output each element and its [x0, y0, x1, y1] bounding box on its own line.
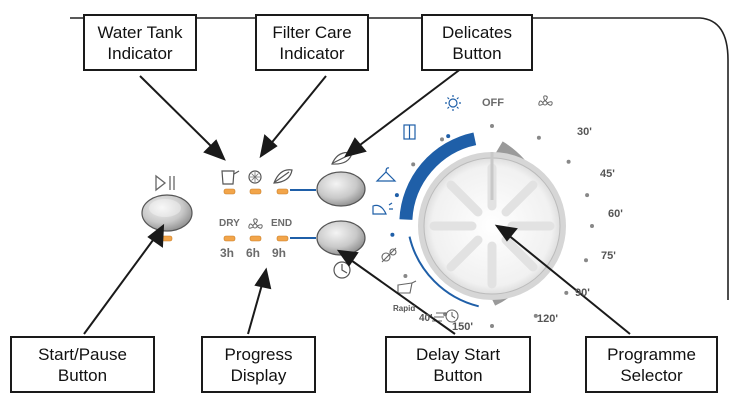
- water-tank-icon: [221, 170, 240, 185]
- panel-outline: [70, 17, 729, 300]
- progress-label-dry: DRY: [219, 218, 240, 229]
- dial-label-120: 120': [537, 313, 558, 325]
- dial-dot: [536, 135, 541, 140]
- water-tank-led: [223, 188, 236, 195]
- dial-dot: [564, 290, 569, 295]
- start-pause-led: [161, 235, 173, 242]
- play-pause-icon: [155, 174, 175, 192]
- dial-label-150: 150': [452, 321, 473, 333]
- dial-dot: [590, 224, 594, 228]
- progress-label-6h: 6h: [246, 246, 261, 260]
- blue-inner-arc: [408, 236, 479, 308]
- delicates-led: [276, 188, 289, 195]
- dial-dot: [533, 313, 538, 318]
- dial-dot: [446, 134, 451, 139]
- progress-label-3h: 3h: [220, 246, 235, 260]
- dial-label-60: 60': [608, 208, 623, 220]
- dial-label-rapid-40: 40': [419, 313, 433, 324]
- wool-icon: [381, 247, 397, 263]
- filter-icon: [248, 170, 262, 184]
- dial-dot: [490, 324, 494, 328]
- dial-dot: [584, 258, 588, 263]
- auto-dry-band: [399, 132, 477, 221]
- delay-start-button[interactable]: [316, 220, 366, 256]
- start-pause-button[interactable]: [141, 194, 193, 232]
- dial-label-rapid: Rapid: [393, 304, 416, 313]
- dial-label-45: 45': [600, 168, 615, 180]
- dial-label-off: OFF: [482, 97, 504, 109]
- dial-label-75: 75': [601, 250, 616, 262]
- dial-dot: [411, 162, 416, 167]
- progress-led-dry: [223, 235, 236, 242]
- dial-dot: [403, 274, 408, 278]
- fan-icon: [248, 218, 263, 229]
- dial-position-dots: [390, 124, 594, 328]
- dial-dot: [394, 193, 399, 198]
- dial-dot: [440, 137, 444, 142]
- clock-icon: [333, 261, 351, 279]
- hanger-icon: [375, 167, 397, 182]
- programme-selector-dial[interactable]: [390, 124, 594, 328]
- cotton-icon: [397, 280, 417, 294]
- dial-dot: [390, 232, 395, 237]
- feather-icon: [273, 169, 293, 184]
- rapid-icon: [432, 309, 459, 323]
- dial-label-30: 30': [577, 126, 592, 138]
- progress-label-9h: 9h: [272, 246, 287, 260]
- callout-arrows: [83, 67, 631, 335]
- delicates-button[interactable]: [316, 171, 366, 207]
- dial-dot: [566, 159, 571, 164]
- dial-dot: [585, 193, 590, 198]
- filter-care-led: [249, 188, 262, 195]
- fan-dial-icon: [538, 95, 553, 106]
- dial-dot: [490, 124, 494, 128]
- progress-led-end: [276, 235, 289, 242]
- dial-label-90: 90': [575, 287, 590, 299]
- cupboard-icon: [403, 124, 416, 140]
- progress-led-cool: [249, 235, 262, 242]
- iron-icon: [372, 202, 393, 215]
- sun-icon: [445, 95, 461, 111]
- progress-label-end: END: [271, 218, 293, 229]
